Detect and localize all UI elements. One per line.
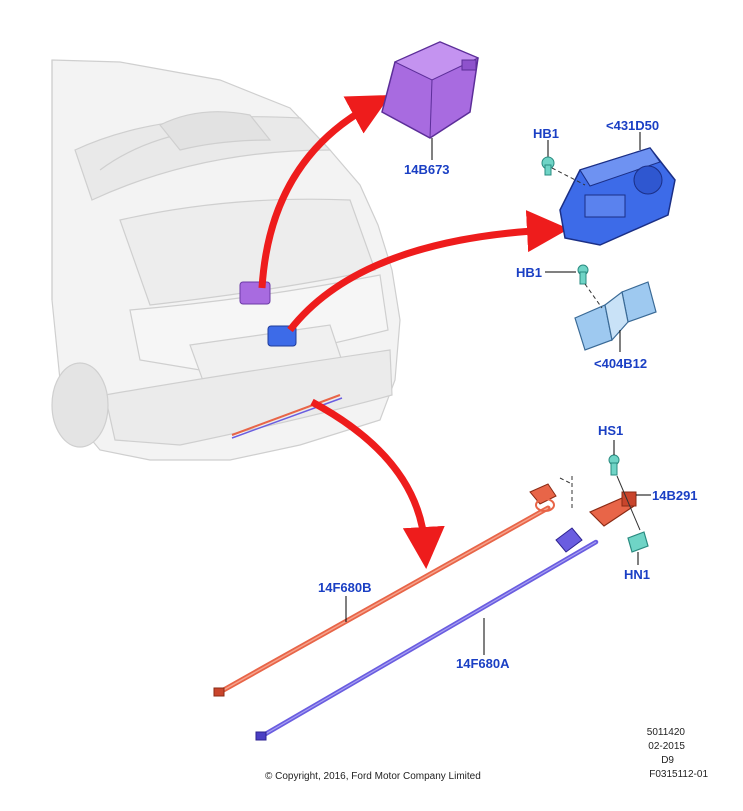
callout-arrow-module [258, 95, 391, 289]
footer-code-2: D9 [661, 755, 674, 766]
actuator-on-vehicle [267, 325, 297, 347]
assembly-line-hs1 [616, 475, 641, 531]
footer-code-1: 5011420 [647, 727, 686, 738]
module-14b673-part [381, 41, 480, 139]
bracket-404b12-part [574, 281, 657, 351]
label-14b291: 14B291 [652, 488, 698, 503]
callout-arrow-cables [310, 398, 445, 569]
cable-on-vehicle-red [231, 394, 341, 436]
copyright-notice: © Copyright, 2016, Ford Motor Company Li… [265, 771, 481, 782]
label-hn1: HN1 [624, 567, 650, 582]
label-14f680b: 14F680B [318, 580, 371, 595]
assembly-line-hb1-top [551, 167, 586, 186]
label-431d50: <431D50 [606, 118, 659, 133]
callout-arrow-actuator [287, 210, 569, 333]
footer-code-3: F0315112-01 [649, 769, 708, 780]
label-hs1: HS1 [598, 423, 623, 438]
label-hb1-mid: HB1 [516, 265, 542, 280]
label-14f680a: 14F680A [456, 656, 510, 671]
nut-hn1-part [627, 531, 649, 553]
bolt-hb1-mid-part [577, 264, 589, 285]
cable-14f680b-part [213, 483, 557, 697]
vehicle-rear-body [51, 59, 401, 461]
cable-14f680a-part [255, 527, 599, 741]
label-404b12: <404B12 [594, 356, 647, 371]
assembly-line-hb1-mid [584, 283, 603, 309]
actuator-431d50-part [559, 147, 676, 246]
assembly-line-red-cable [559, 477, 573, 485]
switch-14b291-part [588, 491, 637, 527]
bolt-hb1-top-part [541, 156, 555, 176]
label-14b673: 14B673 [404, 162, 450, 177]
clip-hs1-part [608, 454, 620, 476]
label-hb1-top: HB1 [533, 126, 559, 141]
footer-date: 02-2015 [648, 741, 685, 752]
